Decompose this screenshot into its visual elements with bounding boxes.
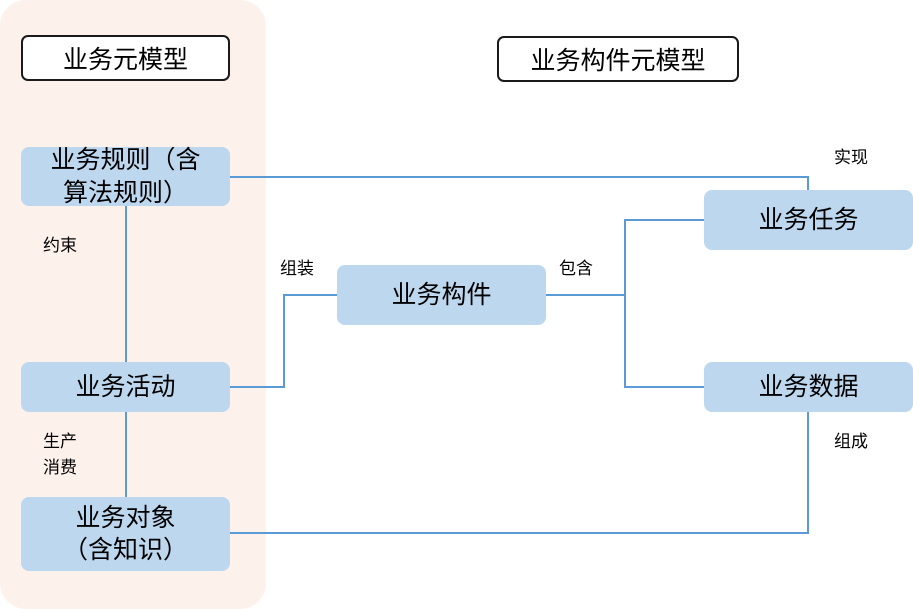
edge-label-produce-consume: 生产 消费 <box>43 432 77 478</box>
node-business-rule[interactable]: 业务规则（含 算法规则） <box>21 145 230 207</box>
node-business-component[interactable]: 业务构件 <box>337 265 546 325</box>
component-metamodel-title: 业务构件元模型 <box>497 36 739 82</box>
edge-label-contain: 包含 <box>559 259 593 279</box>
node-business-activity[interactable]: 业务活动 <box>21 362 230 412</box>
edge-label-compose: 组成 <box>834 432 868 452</box>
edge-label-constrain: 约束 <box>43 236 77 256</box>
business-metamodel-title: 业务元模型 <box>21 35 230 81</box>
node-business-task[interactable]: 业务任务 <box>704 190 913 250</box>
edge-assemble-line <box>230 294 337 388</box>
edge-contain-data-line <box>624 295 704 388</box>
edge-contain-task-line <box>624 219 704 295</box>
edge-compose-line <box>230 412 809 534</box>
edge-realize-line <box>230 176 809 190</box>
node-business-data[interactable]: 业务数据 <box>704 362 913 412</box>
node-business-object[interactable]: 业务对象 （含知识） <box>21 497 230 571</box>
edge-label-realize: 实现 <box>834 148 868 168</box>
edge-label-assemble: 组装 <box>280 259 314 279</box>
